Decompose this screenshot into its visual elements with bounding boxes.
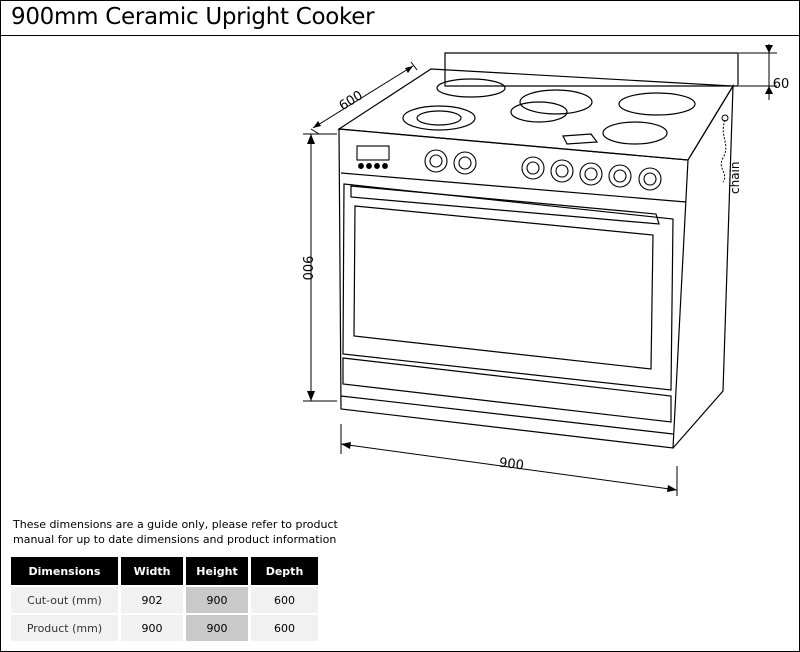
table-cell: Cut-out (mm) (11, 585, 121, 614)
note-line-1: These dimensions are a guide only, pleas… (13, 518, 338, 531)
safety-chain (720, 119, 727, 183)
cooker-diagram: 600 900 900 60 chain (299, 44, 790, 496)
hob-zone-front-right (602, 121, 668, 145)
height-label: 900 (299, 256, 314, 281)
right-side (672, 83, 734, 449)
disclaimer-note: These dimensions are a guide only, pleas… (13, 517, 343, 547)
header-height: Height (184, 557, 251, 586)
table-row: Product (mm) 900 900 600 (11, 613, 321, 641)
page-title: 900mm Ceramic Upright Cooker (11, 4, 375, 30)
header-dimensions: Dimensions (11, 557, 121, 586)
table-cell: 902 (119, 585, 186, 614)
chain-label: chain (728, 162, 742, 195)
header-width: Width (119, 557, 186, 586)
hob-zone-back-right (618, 92, 696, 116)
control-knobs (424, 149, 662, 191)
backguard (444, 52, 739, 87)
table-cell: 900 (119, 613, 186, 641)
table-cell: 600 (249, 613, 321, 641)
table-cell: 900 (184, 613, 251, 641)
table-cell: Product (mm) (11, 613, 121, 641)
table-row: Cut-out (mm) 902 900 600 (11, 585, 321, 614)
hob-control-pad (562, 133, 599, 145)
table-cell: 900 (184, 585, 251, 614)
header-bar: 900mm Ceramic Upright Cooker (1, 1, 799, 36)
oven-window (353, 205, 654, 370)
display (356, 145, 390, 161)
dimensions-table: Dimensions Width Height Depth Cut-out (m… (11, 557, 321, 641)
header-depth: Depth (249, 557, 321, 586)
oven-door (342, 183, 674, 391)
hob-zone-centre (519, 89, 593, 115)
table-cell: 600 (249, 585, 321, 614)
storage-drawer (342, 357, 672, 423)
door-handle (350, 185, 660, 225)
width-label: 900 (498, 456, 524, 474)
hob-zone-front-left (402, 105, 476, 131)
backguard-label: 60 (773, 77, 790, 92)
note-line-2: manual for up to date dimensions and pro… (13, 533, 337, 546)
hob-zone-back-left (436, 78, 506, 98)
